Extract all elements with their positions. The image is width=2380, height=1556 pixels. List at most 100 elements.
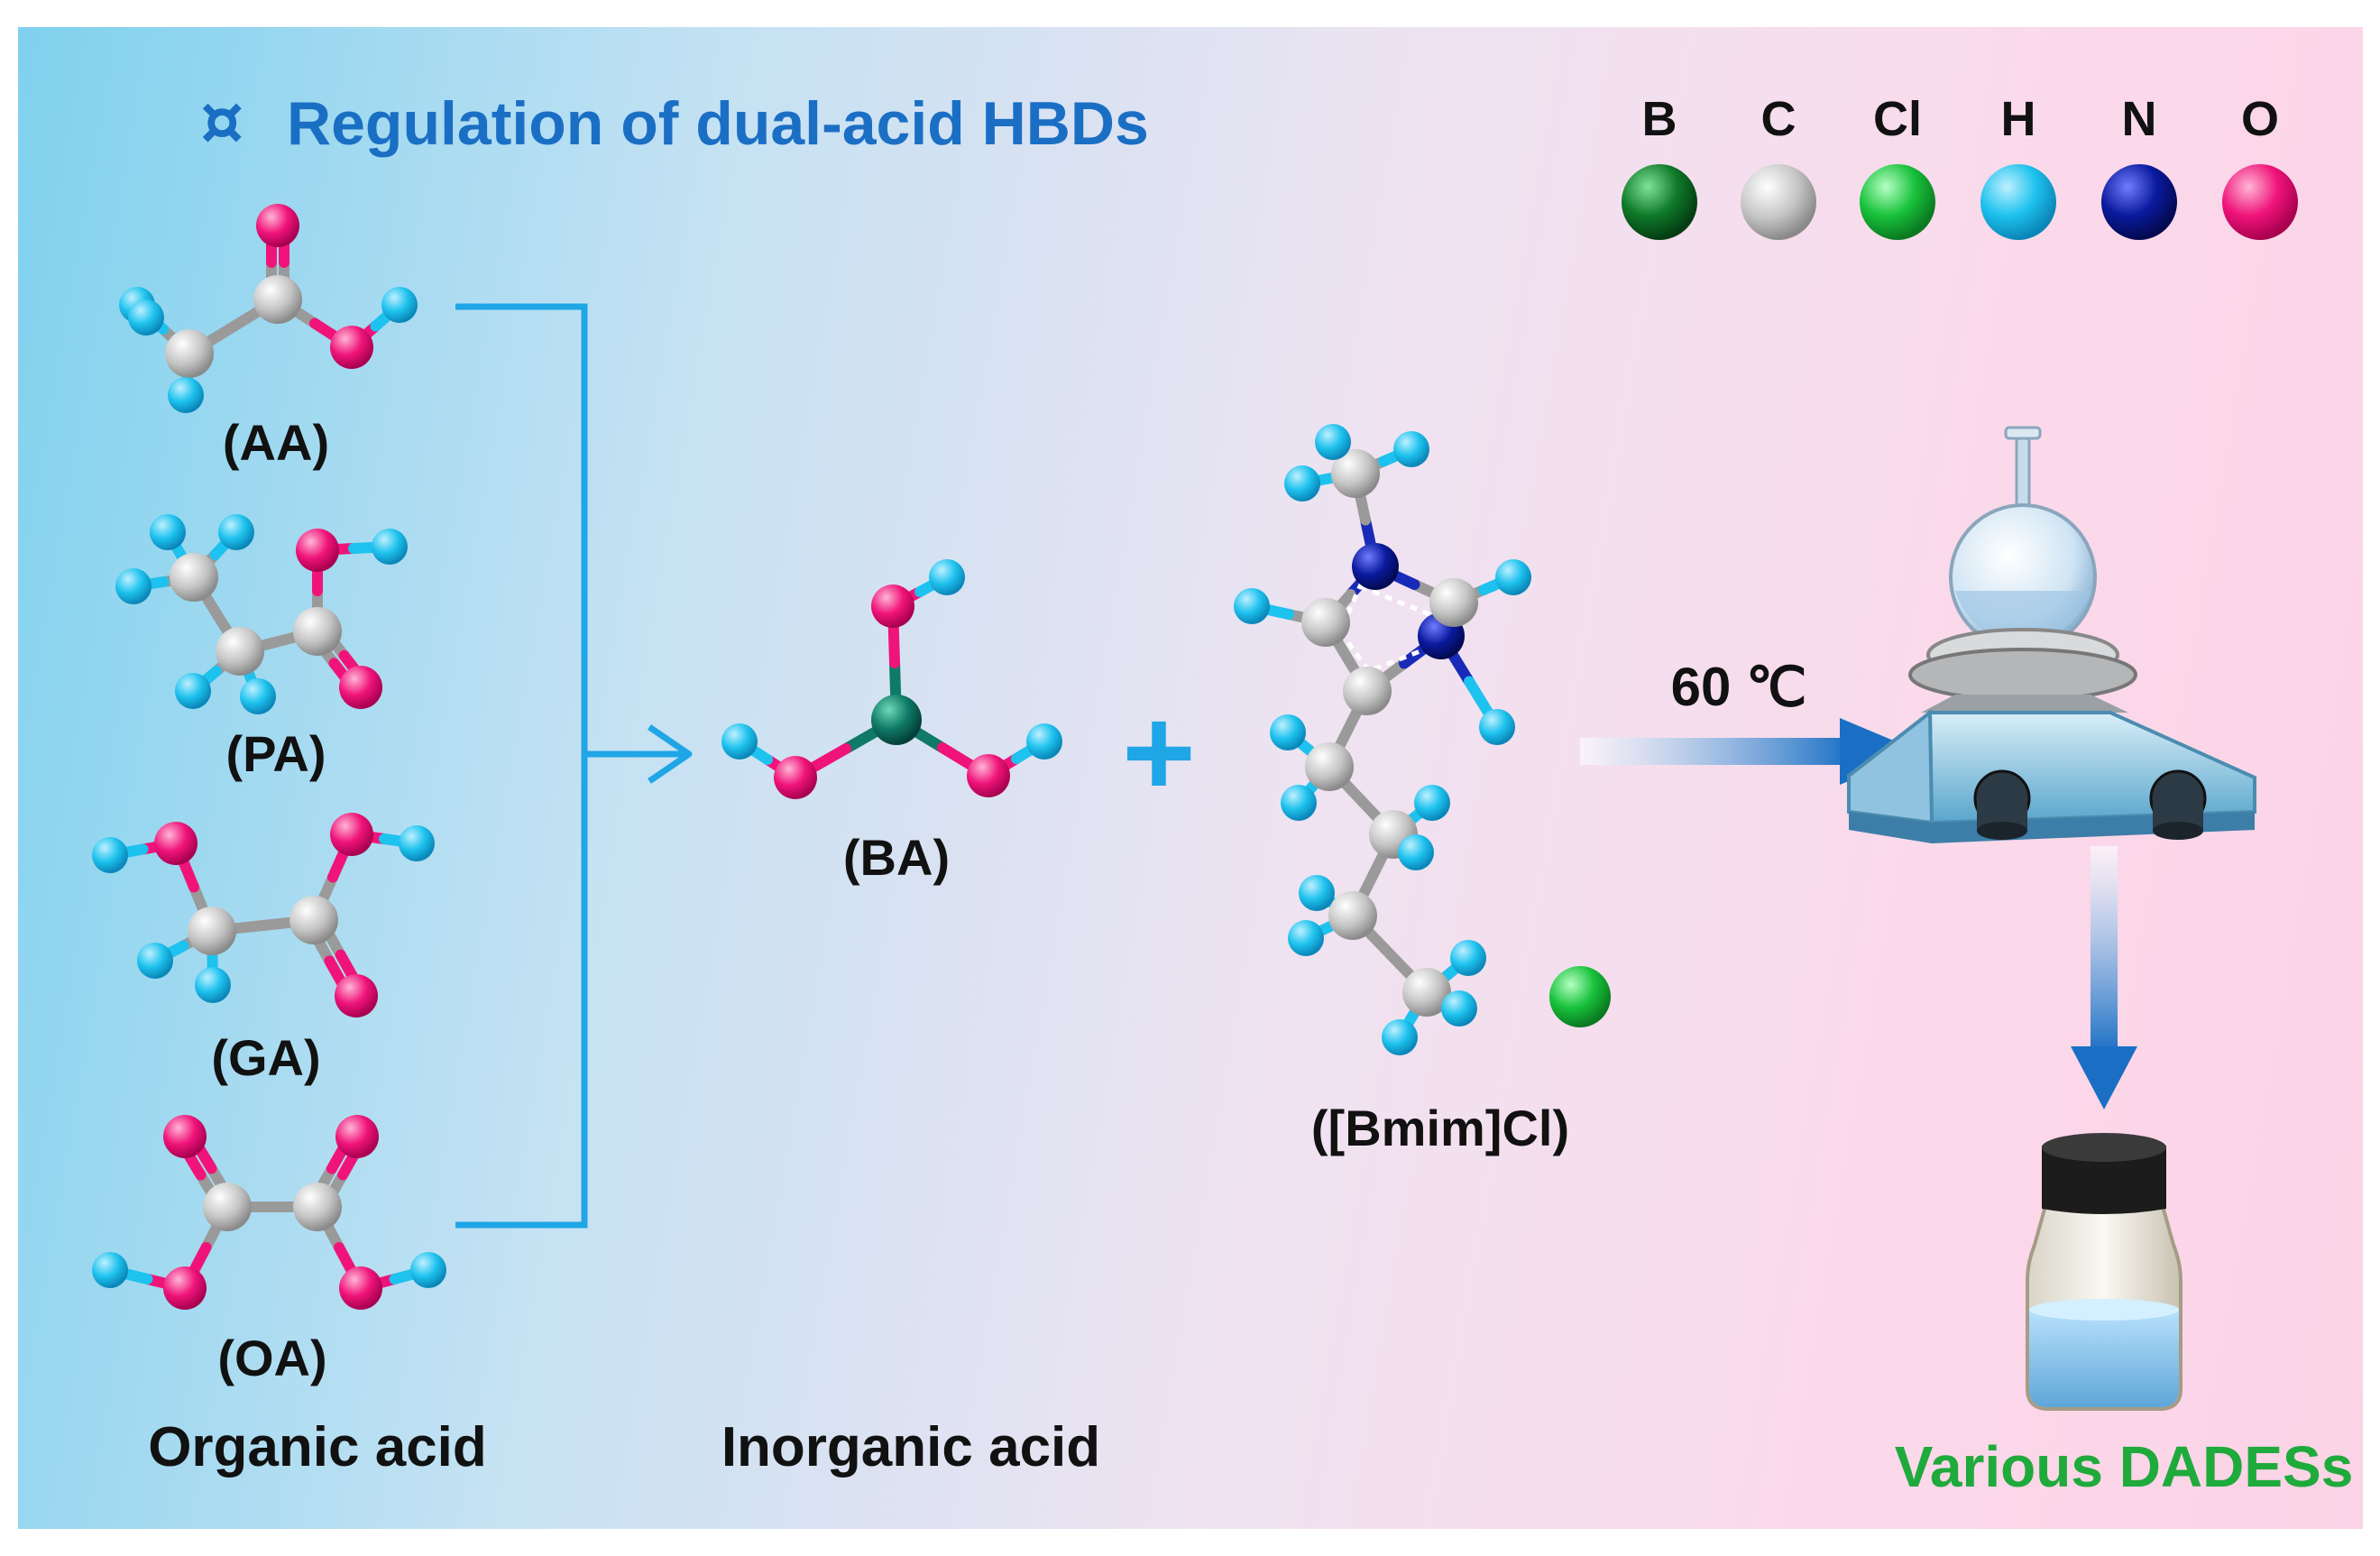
element-legend: B C Cl H N O	[1622, 92, 2298, 240]
atom-h	[1315, 424, 1351, 460]
title-group: ¤ Regulation of dual-acid HBDs	[200, 80, 1149, 161]
atom-c	[1301, 598, 1350, 647]
legend-label: O	[2241, 92, 2279, 146]
atom-o	[335, 974, 378, 1017]
atom-o	[296, 529, 339, 572]
atom-o	[330, 326, 373, 369]
atom-c	[293, 1183, 342, 1231]
legend-swatch	[1980, 164, 2056, 240]
legend-swatch	[2222, 164, 2298, 240]
diagram-title: Regulation of dual-acid HBDs	[287, 89, 1149, 158]
vial-icon	[2026, 1133, 2182, 1411]
atom-c	[1328, 891, 1377, 940]
label-ba: (BA)	[843, 829, 950, 886]
atom-h	[1382, 1019, 1418, 1055]
label-oa: (OA)	[217, 1330, 326, 1386]
atom-c	[165, 329, 214, 378]
category-inorganic-acid: Inorganic acid	[721, 1416, 1100, 1478]
plus-sign: +	[1122, 681, 1196, 823]
legend-item-h: H	[1980, 92, 2056, 240]
legend-label: B	[1642, 92, 1677, 146]
atom-h	[92, 1252, 128, 1288]
atom-h	[1393, 431, 1429, 467]
atom-h	[1495, 559, 1531, 595]
atom-h	[1299, 875, 1335, 911]
legend-swatch	[1860, 164, 1935, 240]
oa-bonds	[105, 1128, 434, 1294]
labels: (AA) (PA) (GA) (OA) (BA) ([Bmim]Cl) Orga…	[148, 414, 2353, 1499]
atom-c	[253, 275, 302, 324]
atom-o	[163, 1266, 207, 1310]
atom-h	[92, 837, 128, 873]
legend-swatch	[1622, 164, 1697, 240]
atom-h	[1288, 920, 1324, 956]
bmim-molecule	[1234, 424, 1611, 1055]
atom-h	[137, 943, 173, 979]
legend-swatch	[2101, 164, 2177, 240]
pa-molecule	[115, 514, 408, 714]
atom-o	[154, 822, 198, 865]
legend-item-o: O	[2222, 92, 2298, 240]
atom-h	[1398, 834, 1434, 870]
atom-h	[410, 1252, 446, 1288]
atom-c	[203, 1183, 252, 1231]
atom-c	[1343, 667, 1392, 715]
legend-label: C	[1761, 92, 1796, 146]
product-label: Various DADESs	[1895, 1434, 2354, 1499]
atom-h	[175, 673, 211, 709]
atom-h	[218, 514, 254, 550]
label-aa: (AA)	[223, 414, 329, 471]
legend-item-n: N	[2101, 92, 2177, 240]
legend-item-c: C	[1741, 92, 1816, 240]
atom-cl	[1549, 966, 1611, 1027]
atom-o	[774, 756, 817, 799]
title-symbol: ¤	[200, 80, 244, 161]
label-ga: (GA)	[211, 1029, 320, 1086]
atom-layer	[92, 204, 1611, 1310]
legend-item-b: B	[1622, 92, 1697, 240]
label-pa: (PA)	[226, 725, 326, 782]
atom-h	[115, 568, 152, 604]
atom-o	[163, 1115, 207, 1158]
atom-o	[339, 1266, 382, 1310]
atom-b	[871, 695, 922, 745]
organic-acid-bracket	[455, 303, 693, 1229]
atom-h	[1026, 723, 1062, 760]
atom-h	[1479, 709, 1515, 745]
hotplate-stirrer-icon	[1847, 426, 2256, 843]
atom-c	[170, 553, 218, 602]
atom-h	[1450, 940, 1486, 976]
atom-c	[1331, 449, 1380, 498]
atom-h	[721, 723, 758, 760]
atom-o	[256, 204, 299, 247]
atom-c	[1429, 578, 1478, 627]
atom-h	[128, 299, 164, 336]
atom-h	[399, 825, 435, 861]
atom-h	[1281, 785, 1317, 821]
atom-c	[1305, 742, 1354, 791]
legend-swatch	[1741, 164, 1816, 240]
atom-h	[372, 529, 408, 565]
label-bmim: ([Bmim]Cl)	[1311, 1100, 1569, 1156]
atom-c	[293, 607, 342, 656]
atom-n	[1352, 543, 1399, 590]
atom-h	[1441, 990, 1477, 1027]
atom-o	[335, 1115, 379, 1158]
atom-h	[150, 514, 186, 550]
atom-h	[1270, 714, 1306, 750]
reaction-condition: 60 ℃	[1671, 657, 1807, 717]
atom-h	[381, 287, 418, 323]
atom-h	[1284, 465, 1320, 502]
atom-c	[289, 896, 338, 944]
ba-molecule	[721, 559, 1062, 799]
legend-label: Cl	[1873, 92, 1922, 146]
aa-molecule	[119, 204, 418, 413]
legend-label: N	[2122, 92, 2157, 146]
legend-label: H	[2001, 92, 2036, 146]
atom-h	[929, 559, 965, 595]
down-arrow	[2071, 846, 2137, 1109]
category-organic-acid: Organic acid	[148, 1416, 487, 1478]
atom-o	[339, 666, 382, 709]
atom-h	[168, 377, 204, 413]
